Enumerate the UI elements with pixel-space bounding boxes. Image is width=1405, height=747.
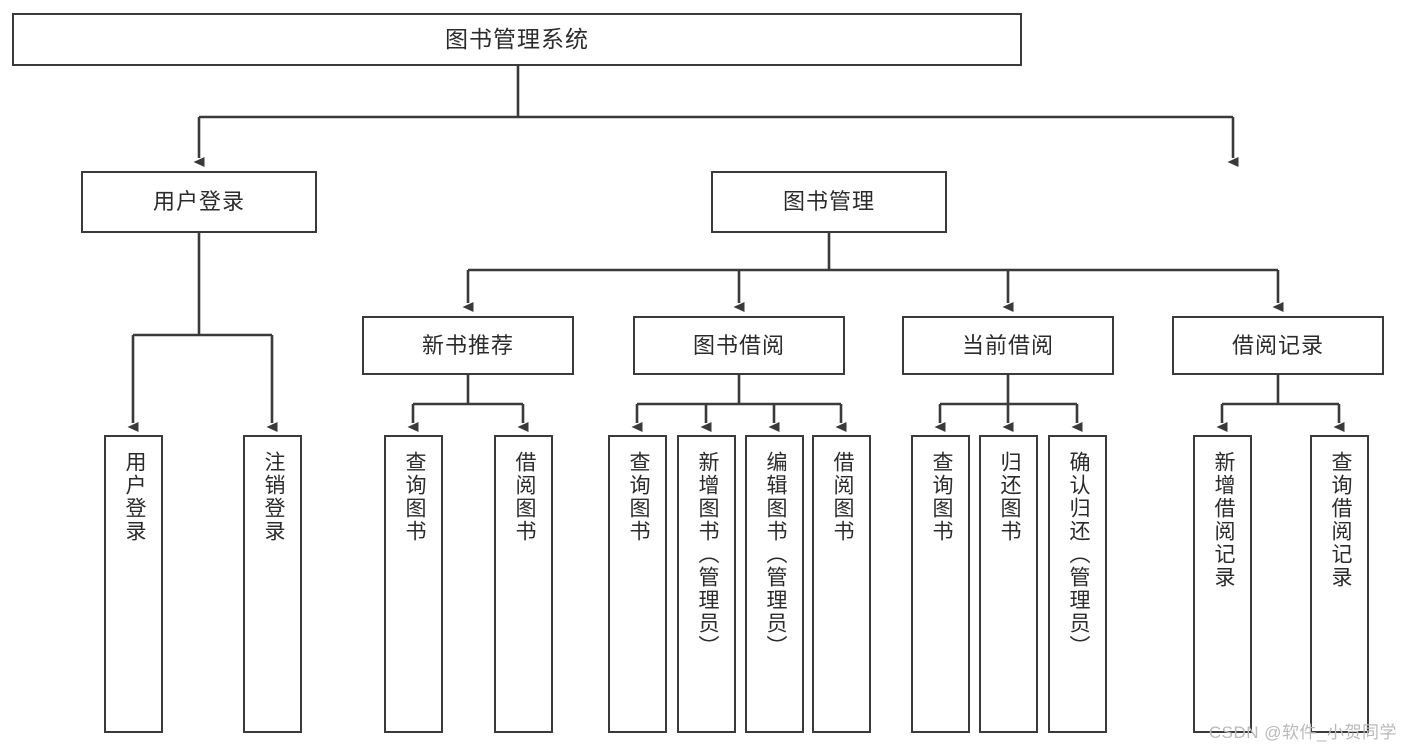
- leaf-user-login-signout[interactable]: 注销登录: [243, 435, 302, 733]
- node-label: 用户登录: [122, 451, 146, 543]
- node-label: 图书管理系统: [445, 26, 589, 52]
- leaf-current-return-book[interactable]: 归还图书: [979, 435, 1038, 733]
- leaf-record-query-record[interactable]: 查询借阅记录: [1310, 435, 1369, 733]
- leaf-recommend-query-book[interactable]: 查询图书: [384, 435, 443, 733]
- node-label: 新增图书（管理员）: [695, 451, 719, 658]
- leaf-borrow-query-book[interactable]: 查询图书: [608, 435, 667, 733]
- node-label: 确认归还（管理员）: [1066, 451, 1090, 658]
- node-label: 注销登录: [261, 451, 285, 543]
- node-label: 查询图书: [929, 451, 953, 543]
- node-label: 新增借阅记录: [1211, 451, 1235, 589]
- node-new-book-recommend[interactable]: 新书推荐: [362, 316, 574, 375]
- node-label: 借阅记录: [1231, 332, 1324, 358]
- node-label: 查询借阅记录: [1328, 451, 1352, 589]
- node-label: 新书推荐: [421, 332, 514, 358]
- node-label: 用户登录: [152, 189, 245, 214]
- node-user-login[interactable]: 用户登录: [81, 171, 317, 233]
- node-label: 查询图书: [402, 451, 426, 543]
- leaf-borrow-add-book-admin[interactable]: 新增图书（管理员）: [677, 435, 736, 733]
- leaf-record-add-record[interactable]: 新增借阅记录: [1193, 435, 1252, 733]
- leaf-user-login-signin[interactable]: 用户登录: [104, 435, 163, 733]
- node-book-management[interactable]: 图书管理: [711, 171, 947, 233]
- node-label: 借阅图书: [830, 451, 854, 543]
- leaf-recommend-borrow-book[interactable]: 借阅图书: [494, 435, 553, 733]
- node-label: 归还图书: [997, 451, 1021, 543]
- node-current-borrow[interactable]: 当前借阅: [902, 316, 1114, 375]
- node-label: 当前借阅: [961, 332, 1054, 358]
- csdn-watermark: CSDN @软件_小贺同学: [1208, 723, 1397, 742]
- node-label: 查询图书: [626, 451, 650, 543]
- node-label: 借阅图书: [512, 451, 536, 543]
- node-book-borrow[interactable]: 图书借阅: [633, 316, 845, 375]
- leaf-current-confirm-return-admin[interactable]: 确认归还（管理员）: [1048, 435, 1107, 733]
- leaf-current-query-book[interactable]: 查询图书: [911, 435, 970, 733]
- leaf-borrow-borrow-book[interactable]: 借阅图书: [812, 435, 871, 733]
- leaf-borrow-edit-book-admin[interactable]: 编辑图书（管理员）: [745, 435, 804, 733]
- node-label: 图书管理: [782, 189, 875, 214]
- node-label: 编辑图书（管理员）: [763, 451, 787, 658]
- node-root-system[interactable]: 图书管理系统: [12, 13, 1022, 66]
- node-borrow-record[interactable]: 借阅记录: [1172, 316, 1384, 375]
- node-label: 图书借阅: [692, 332, 785, 358]
